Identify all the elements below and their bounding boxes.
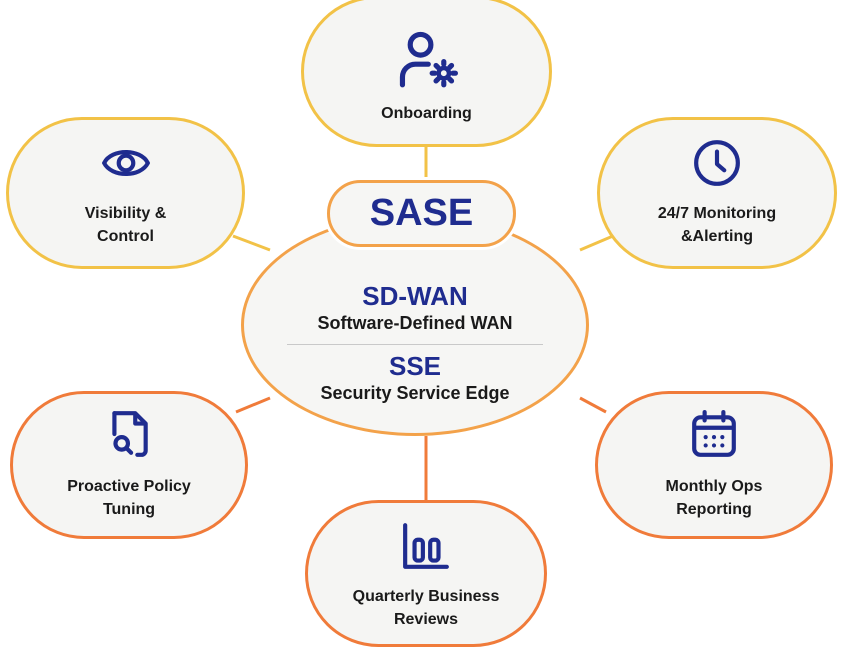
- document-search-icon: [112, 411, 148, 457]
- center-divider: [287, 344, 543, 345]
- user-gear-icon: [399, 31, 458, 88]
- node-label-onboarding: Onboarding: [381, 105, 472, 122]
- primary-title: SD-WAN: [362, 281, 468, 311]
- node-policy: Proactive Policy Tuning: [10, 391, 248, 539]
- node-reviews: Quarterly Business Reviews: [305, 500, 547, 647]
- connector-reporting: [579, 396, 607, 414]
- center-hub: SD-WAN Software-Defined WAN SSE Security…: [241, 214, 589, 436]
- connector-monitoring: [579, 234, 614, 252]
- connector-policy: [235, 396, 271, 414]
- sase-badge: SASE: [327, 180, 516, 247]
- secondary-subtitle: Security Service Edge: [320, 383, 510, 403]
- node-label-reporting: Monthly Ops Reporting: [665, 478, 763, 518]
- node-visibility: Visibility & Control: [6, 117, 245, 269]
- node-onboarding: Onboarding: [301, 0, 552, 147]
- eye-icon: [101, 149, 150, 177]
- node-label-policy: Proactive Policy Tuning: [67, 478, 191, 518]
- node-monitoring: 24/7 Monitoring &Alerting: [597, 117, 837, 269]
- secondary-title: SSE: [388, 351, 442, 381]
- bar-chart-icon: [403, 522, 449, 569]
- node-label-reviews: Quarterly Business Reviews: [352, 587, 500, 628]
- node-label-monitoring: 24/7 Monitoring &Alerting: [657, 205, 777, 245]
- calendar-icon: [692, 410, 736, 457]
- connector-visibility: [232, 234, 271, 252]
- primary-subtitle: Software-Defined WAN: [317, 313, 513, 333]
- node-reporting: Monthly Ops Reporting: [595, 391, 833, 539]
- clock-icon: [694, 140, 740, 186]
- node-label-visibility: Visibility & Control: [84, 205, 167, 245]
